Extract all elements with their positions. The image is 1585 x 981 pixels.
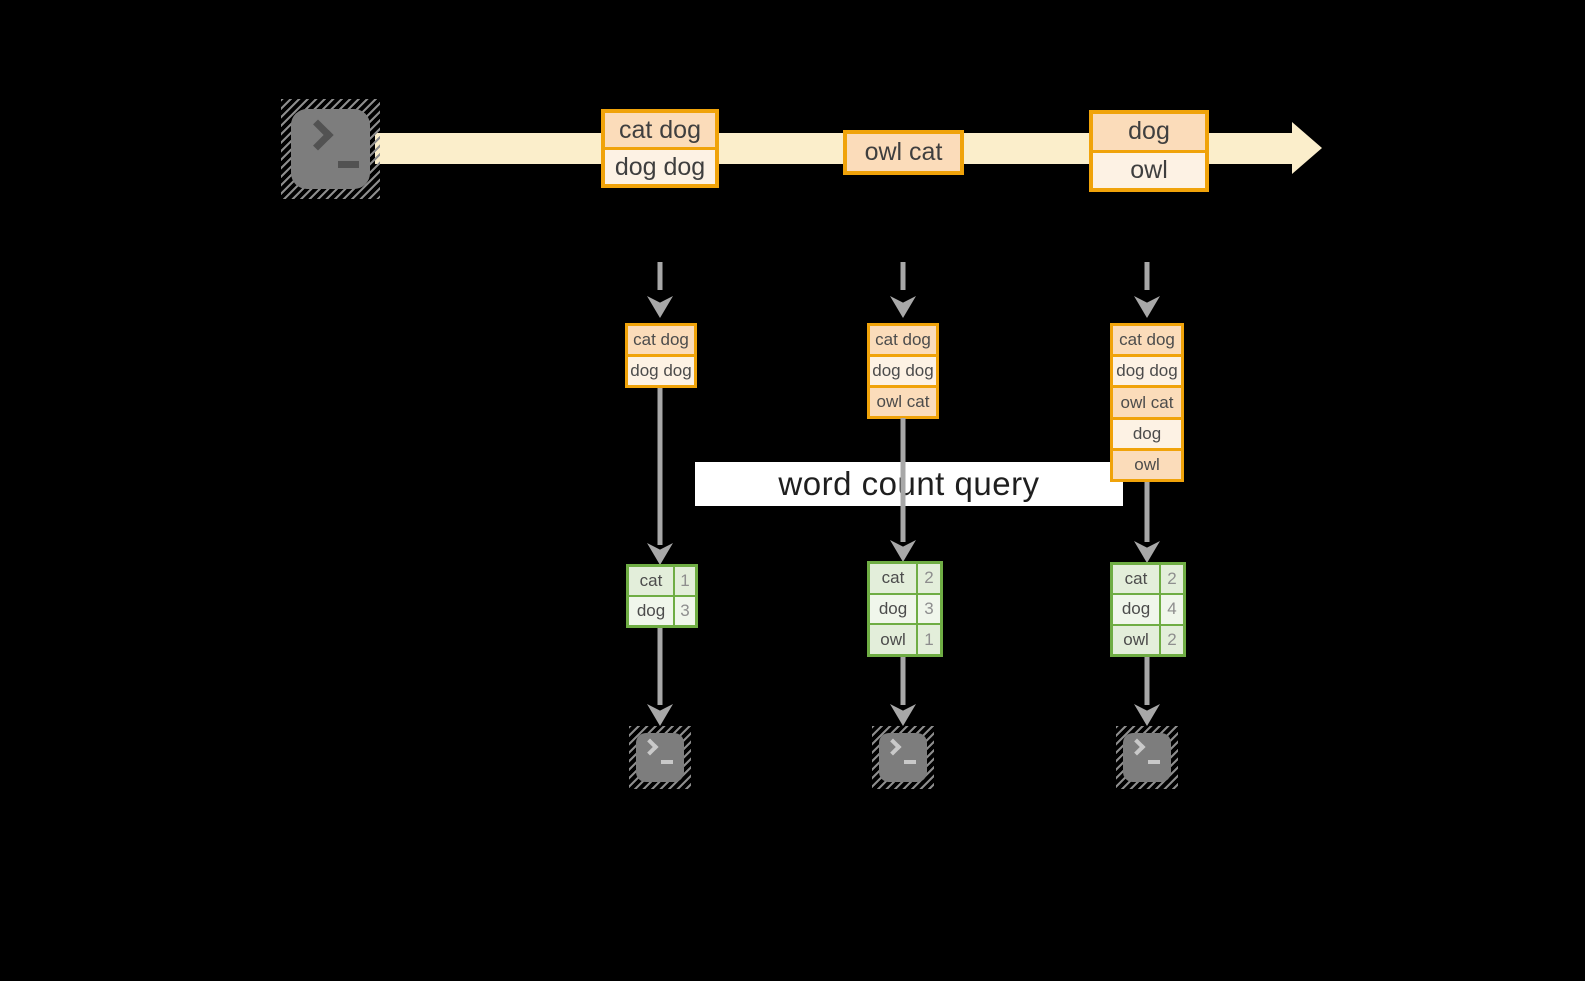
result-word: cat	[1113, 565, 1159, 594]
batch-line: owl cat	[847, 134, 960, 171]
arrow-head-icon	[890, 704, 916, 726]
arrow-head-icon	[1134, 704, 1160, 726]
sink-terminal-icon-1	[629, 726, 691, 789]
result-table-3: cat 2 dog 4 owl 2	[1110, 562, 1186, 657]
arrow-shaft	[657, 628, 663, 705]
input-line: dog dog	[1113, 354, 1181, 386]
dashed-arrow-shaft	[900, 262, 906, 290]
input-line: owl cat	[870, 385, 936, 416]
result-word: cat	[870, 564, 916, 593]
prompt-cursor-icon	[1148, 760, 1160, 764]
query-label: word count query	[778, 465, 1040, 502]
input-line: dog dog	[628, 354, 694, 385]
arrow-shaft	[900, 418, 906, 542]
terminal-screen	[1123, 733, 1171, 782]
arrow-shaft	[1144, 657, 1150, 705]
prompt-cursor-icon	[338, 161, 359, 168]
stream-arrow-head-icon	[1292, 122, 1322, 174]
input-line: dog dog	[870, 354, 936, 385]
arrow-shaft	[900, 657, 906, 705]
prompt-cursor-icon	[904, 760, 916, 764]
result-word: dog	[870, 594, 916, 624]
result-table-2: cat 2 dog 3 owl 1	[867, 561, 943, 657]
result-count: 2	[1161, 565, 1183, 594]
result-word: dog	[1113, 595, 1159, 624]
input-line: owl cat	[1113, 385, 1181, 417]
dashed-arrow-shaft	[657, 262, 663, 290]
dashed-arrow-shaft	[1144, 262, 1150, 290]
result-count: 3	[918, 594, 940, 624]
source-terminal-icon	[281, 99, 380, 199]
stream-batch-2: owl cat	[843, 130, 964, 175]
prompt-chevron-icon	[302, 119, 334, 151]
arrow-shaft	[1144, 482, 1150, 542]
result-count: 2	[1161, 625, 1183, 654]
arrow-shaft	[657, 388, 663, 545]
result-word: dog	[629, 597, 673, 625]
result-count: 4	[1161, 595, 1183, 624]
dashed-arrow-head-icon	[1134, 296, 1160, 318]
result-word: cat	[629, 567, 673, 595]
input-line: dog	[1113, 416, 1181, 448]
result-count: 2	[918, 564, 940, 593]
result-count: 1	[675, 567, 695, 595]
batch-line: cat dog	[605, 113, 715, 147]
input-line: cat dog	[628, 326, 694, 354]
result-count: 3	[675, 597, 695, 625]
batch-line: dog	[1093, 114, 1205, 150]
arrow-head-icon	[890, 540, 916, 562]
terminal-screen	[636, 733, 684, 782]
terminal-screen	[291, 109, 370, 189]
query-label-band: word count query	[695, 462, 1123, 506]
stream-batch-3: dog owl	[1089, 110, 1209, 192]
result-count: 1	[918, 625, 940, 654]
prompt-chevron-icon	[641, 738, 659, 756]
prompt-chevron-icon	[1128, 738, 1146, 756]
result-word: owl	[870, 625, 916, 654]
prompt-chevron-icon	[884, 738, 902, 756]
prompt-cursor-icon	[661, 760, 673, 764]
batch-line: owl	[1093, 149, 1205, 188]
terminal-screen	[879, 733, 927, 782]
input-line: cat dog	[870, 326, 936, 354]
sink-terminal-icon-3	[1116, 726, 1178, 789]
result-table-1: cat 1 dog 3	[626, 564, 698, 628]
arrow-head-icon	[1134, 541, 1160, 563]
dashed-arrow-head-icon	[647, 296, 673, 318]
input-box-2: cat dog dog dog owl cat	[867, 323, 939, 419]
batch-line: dog dog	[605, 147, 715, 184]
input-line: cat dog	[1113, 326, 1181, 355]
dashed-arrow-head-icon	[890, 296, 916, 318]
sink-terminal-icon-2	[872, 726, 934, 789]
arrow-head-icon	[647, 543, 673, 565]
stream-batch-1: cat dog dog dog	[601, 109, 719, 188]
input-box-1: cat dog dog dog	[625, 323, 697, 388]
result-word: owl	[1113, 625, 1159, 654]
input-box-3: cat dog dog dog owl cat dog owl	[1110, 323, 1184, 482]
input-line: owl	[1113, 447, 1181, 480]
arrow-head-icon	[647, 704, 673, 726]
